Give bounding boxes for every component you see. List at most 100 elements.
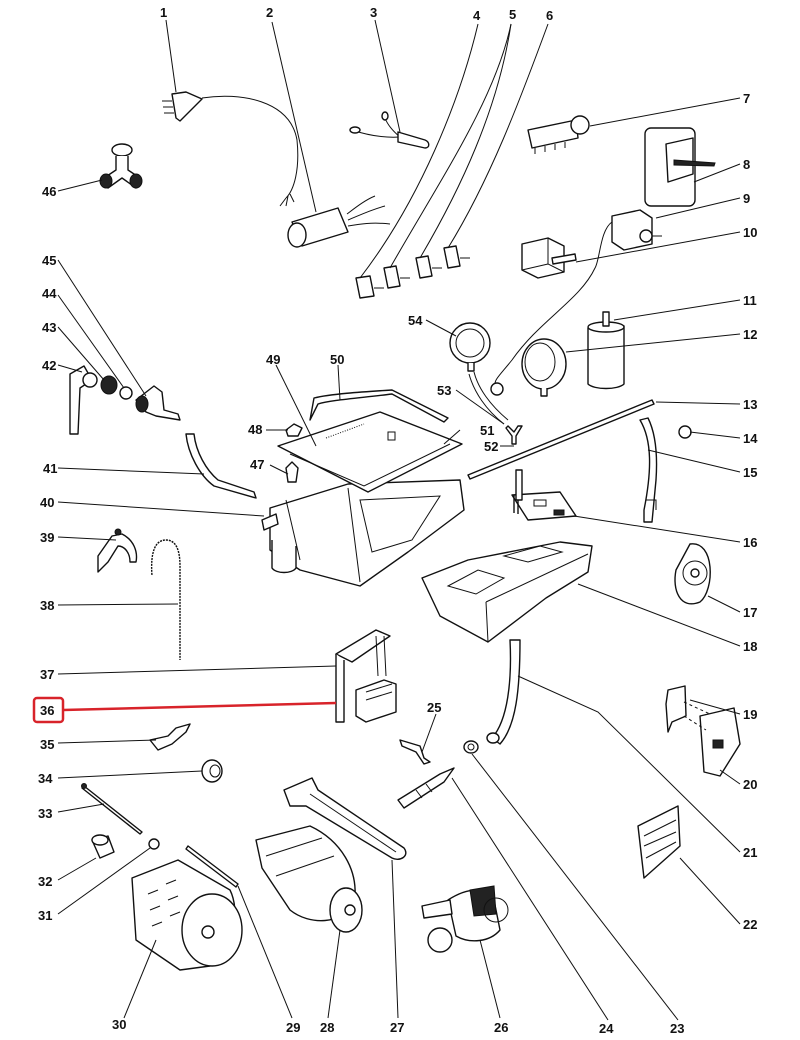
leader-7 — [589, 97, 741, 127]
part-25-clip — [399, 739, 431, 765]
label-52[interactable]: 52 — [484, 439, 498, 454]
label-9[interactable]: 9 — [743, 191, 750, 206]
label-48[interactable]: 48 — [248, 422, 262, 437]
label-41[interactable]: 41 — [43, 461, 57, 476]
part-47-valve — [285, 461, 299, 483]
part-37-module-cover — [335, 629, 391, 723]
label-33[interactable]: 33 — [38, 806, 52, 821]
label-27[interactable]: 27 — [390, 1020, 404, 1035]
leader-51 — [443, 429, 461, 445]
part-44-ring — [119, 386, 133, 400]
leader-34 — [57, 770, 203, 779]
label-3[interactable]: 3 — [370, 5, 377, 20]
leader-37 — [57, 665, 337, 675]
label-18[interactable]: 18 — [743, 639, 757, 654]
label-8[interactable]: 8 — [743, 157, 750, 172]
leader-40 — [57, 501, 265, 517]
label-43[interactable]: 43 — [42, 320, 56, 335]
label-22[interactable]: 22 — [743, 917, 757, 932]
part-13-rod — [467, 399, 655, 480]
part-2-capacitor — [287, 195, 391, 248]
label-23[interactable]: 23 — [670, 1021, 684, 1036]
part-9-component — [490, 209, 662, 396]
leader-25 — [421, 713, 437, 753]
label-10[interactable]: 10 — [743, 225, 757, 240]
label-17[interactable]: 17 — [743, 605, 757, 620]
label-40[interactable]: 40 — [40, 495, 54, 510]
label-54[interactable]: 54 — [408, 313, 423, 328]
label-19[interactable]: 19 — [743, 707, 757, 722]
label-2[interactable]: 2 — [266, 5, 273, 20]
highlight-36[interactable] — [32, 696, 337, 724]
label-6[interactable]: 6 — [546, 8, 553, 23]
part-1-power-plug — [162, 91, 299, 207]
label-21[interactable]: 21 — [743, 845, 757, 860]
part-52-y-piece — [505, 425, 523, 445]
leader-9 — [655, 197, 741, 219]
label-51[interactable]: 51 — [480, 423, 494, 438]
label-38[interactable]: 38 — [40, 598, 54, 613]
leader-16 — [573, 515, 741, 543]
label-11[interactable]: 11 — [743, 293, 757, 308]
label-44[interactable]: 44 — [42, 286, 57, 301]
label-46[interactable]: 46 — [42, 184, 56, 199]
leader-23 — [471, 753, 679, 1021]
part-23-seal — [463, 740, 479, 754]
label-4[interactable]: 4 — [473, 8, 481, 23]
label-36[interactable]: 36 — [40, 703, 54, 718]
label-7[interactable]: 7 — [743, 91, 750, 106]
label-1[interactable]: 1 — [160, 5, 167, 20]
leader-19 — [689, 699, 741, 715]
label-30[interactable]: 30 — [112, 1017, 126, 1032]
leader-24 — [451, 777, 609, 1021]
label-47[interactable]: 47 — [250, 457, 264, 472]
label-45[interactable]: 45 — [42, 253, 56, 268]
label-25[interactable]: 25 — [427, 700, 441, 715]
label-20[interactable]: 20 — [743, 777, 757, 792]
leader-10 — [575, 231, 741, 263]
label-35[interactable]: 35 — [40, 737, 54, 752]
part-7-selector — [527, 115, 590, 154]
part-34-grommet — [201, 759, 223, 783]
part-30-motor-housing — [131, 859, 243, 971]
leader-44 — [57, 294, 125, 389]
part-19-door-lock — [665, 685, 687, 733]
label-37[interactable]: 37 — [40, 667, 54, 682]
label-34[interactable]: 34 — [38, 771, 53, 786]
label-53[interactable]: 53 — [437, 383, 451, 398]
leader-21 — [517, 675, 741, 853]
leader-41 — [57, 467, 205, 475]
label-24[interactable]: 24 — [599, 1021, 614, 1036]
label-15[interactable]: 15 — [743, 465, 757, 480]
part-6-valve — [443, 245, 470, 269]
label-31[interactable]: 31 — [38, 908, 52, 923]
leader-47 — [269, 464, 289, 475]
leader-42 — [57, 364, 83, 373]
label-50[interactable]: 50 — [330, 352, 344, 367]
part-28-motor — [255, 825, 363, 933]
part-33-rod — [81, 783, 143, 835]
part-48-clip — [285, 423, 303, 437]
leader-22 — [679, 857, 741, 925]
label-28[interactable]: 28 — [320, 1020, 334, 1035]
leader-50 — [337, 364, 341, 401]
leader-38 — [57, 603, 179, 606]
leader-5a — [389, 23, 512, 269]
label-12[interactable]: 12 — [743, 327, 757, 342]
part-26-drain-pump — [421, 885, 509, 953]
part-5-valve — [383, 265, 410, 289]
part-38-drain-hose — [150, 538, 182, 660]
label-26[interactable]: 26 — [494, 1020, 508, 1035]
label-39[interactable]: 39 — [40, 530, 54, 545]
label-16[interactable]: 16 — [743, 535, 757, 550]
part-43-filter — [100, 375, 118, 395]
label-5[interactable]: 5 — [509, 7, 516, 22]
leader-46 — [57, 179, 103, 192]
label-49[interactable]: 49 — [266, 352, 280, 367]
label-13[interactable]: 13 — [743, 397, 757, 412]
label-42[interactable]: 42 — [42, 358, 56, 373]
label-14[interactable]: 14 — [743, 431, 758, 446]
label-32[interactable]: 32 — [38, 874, 52, 889]
part-49-spring — [325, 423, 365, 439]
label-29[interactable]: 29 — [286, 1020, 300, 1035]
